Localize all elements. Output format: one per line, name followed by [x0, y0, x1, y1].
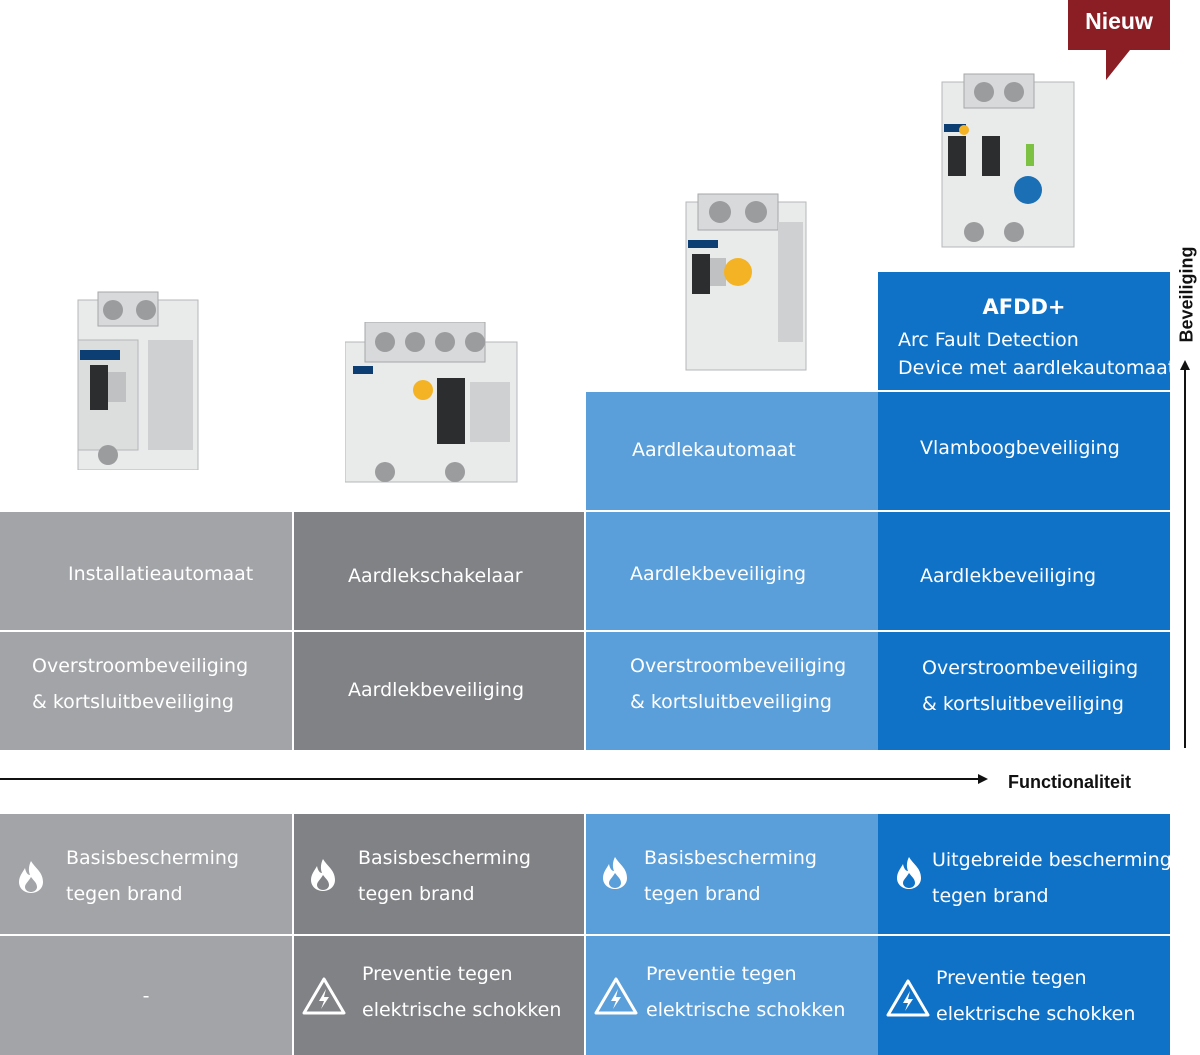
feature-label: Aardlekbeveiliging: [920, 565, 1097, 587]
shock-warning-icon: [886, 979, 930, 1017]
afdd-description-line: Arc Fault Detection: [898, 329, 1079, 351]
fire-protection-label: Basisbescherming tegen brand: [66, 840, 239, 912]
base-label-line: & kortsluitbeveiliging: [922, 693, 1124, 715]
device-aardlekschakelaar: [345, 322, 518, 483]
shock-prevention-line: Preventie tegen: [646, 963, 797, 985]
fire-protection-line: tegen brand: [358, 883, 475, 905]
feature-label: Aardlekautomaat: [632, 439, 796, 461]
fire-protection-label: Basisbescherming tegen brand: [358, 840, 531, 912]
functionaliteit-axis-label: Functionaliteit: [1008, 772, 1131, 792]
base-label-line: Overstroombeveiliging: [922, 657, 1139, 679]
shock-prevention-cell-installatieautomaat: -: [0, 936, 292, 1055]
feature-label: Vlamboogbeveiliging: [920, 437, 1120, 459]
shock-warning-icon: [302, 977, 346, 1015]
fire-protection-label: Uitgebreide bescherming tegen brand: [932, 842, 1172, 914]
base-label-line: & kortsluitbeveiliging: [32, 691, 234, 713]
shock-prevention-none: -: [142, 985, 150, 1007]
afdd-header-cell: AFDD+ Arc Fault Detection Device met aar…: [878, 272, 1175, 390]
shock-prevention-line: elektrische schokken: [646, 999, 846, 1021]
flame-icon: [897, 857, 921, 889]
feature-cell-aardlekbeveiliging: Aardlekbeveiliging: [586, 512, 878, 630]
new-badge: [1068, 0, 1170, 50]
afdd-description-line: Device met aardlekautomaat: [898, 357, 1176, 379]
afdd-description: Arc Fault Detection Device met aardlekau…: [898, 326, 1175, 382]
feature-cell-aardlekschakelaar: Aardlekschakelaar: [294, 512, 584, 630]
fire-protection-label: Basisbescherming tegen brand: [644, 840, 817, 912]
shock-prevention-line: Preventie tegen: [362, 963, 513, 985]
feature-cell-vlamboogbeveiliging: Vlamboogbeveiliging: [878, 392, 1170, 510]
shock-prevention-line: elektrische schokken: [936, 1003, 1136, 1025]
shock-prevention-label: Preventie tegen elektrische schokken: [646, 956, 845, 1028]
base-label: Overstroombeveiliging & kortsluitbeveili…: [630, 648, 846, 720]
functionaliteit-axis-line: [0, 778, 980, 780]
fire-protection-cell-afdd: Uitgebreide bescherming tegen brand: [878, 814, 1172, 934]
fire-protection-line: Uitgebreide bescherming: [932, 849, 1172, 871]
base-label-line: Overstroombeveiliging: [32, 655, 249, 677]
flame-icon: [603, 857, 627, 889]
base-label-line: Overstroombeveiliging: [630, 655, 847, 677]
new-badge-tail: [1106, 50, 1130, 80]
base-label: Overstroombeveiliging & kortsluitbeveili…: [32, 648, 248, 720]
fire-protection-line: tegen brand: [66, 883, 183, 905]
fire-protection-line: Basisbescherming: [66, 847, 239, 869]
shock-prevention-label: Preventie tegen elektrische schokken: [362, 956, 561, 1028]
new-badge-label: Nieuw: [1085, 8, 1153, 34]
feature-label: Aardlekbeveiliging: [630, 563, 807, 585]
base-cell-afdd: Overstroombeveiliging & kortsluitbeveili…: [878, 632, 1170, 750]
feature-cell-aardlekbeveiliging: Aardlekbeveiliging: [878, 512, 1170, 630]
base-cell-aardlekautomaat: Overstroombeveiliging & kortsluitbeveili…: [586, 632, 878, 750]
beveiliging-axis-label: Beveiliging: [1176, 246, 1197, 343]
device-afdd: [941, 73, 1075, 248]
flame-icon: [311, 859, 335, 891]
device-aardlekautomaat: [685, 193, 807, 371]
fire-protection-line: Basisbescherming: [358, 847, 531, 869]
fire-protection-cell-installatieautomaat: Basisbescherming tegen brand: [0, 814, 292, 934]
fire-protection-line: Basisbescherming: [644, 847, 817, 869]
device-installatieautomaat: [77, 291, 199, 470]
functionaliteit-axis-arrow-icon: [978, 774, 988, 784]
shock-prevention-line: Preventie tegen: [936, 967, 1087, 989]
fire-protection-line: tegen brand: [932, 885, 1049, 907]
base-label-line: & kortsluitbeveiliging: [630, 691, 832, 713]
shock-prevention-cell-afdd: Preventie tegen elektrische schokken: [878, 936, 1170, 1055]
feature-label: Installatieautomaat: [68, 563, 254, 585]
shock-prevention-cell-aardlekautomaat: Preventie tegen elektrische schokken: [586, 936, 878, 1055]
fire-protection-line: tegen brand: [644, 883, 761, 905]
base-cell-installatieautomaat: Overstroombeveiliging & kortsluitbeveili…: [0, 632, 292, 750]
base-label: Aardlekbeveiliging: [348, 679, 525, 701]
afdd-title: AFDD+: [982, 295, 1066, 319]
shock-warning-icon: [594, 977, 638, 1015]
shock-prevention-cell-aardlekschakelaar: Preventie tegen elektrische schokken: [294, 936, 584, 1055]
base-label: Overstroombeveiliging & kortsluitbeveili…: [922, 650, 1138, 722]
base-cell-aardlekschakelaar: Aardlekbeveiliging: [294, 632, 584, 750]
fire-protection-cell-aardlekautomaat: Basisbescherming tegen brand: [586, 814, 878, 934]
feature-label: Aardlekschakelaar: [348, 565, 523, 587]
shock-prevention-line: elektrische schokken: [362, 999, 562, 1021]
beveiliging-axis-line: [1184, 370, 1186, 748]
fire-protection-cell-aardlekschakelaar: Basisbescherming tegen brand: [294, 814, 584, 934]
feature-cell-installatieautomaat: Installatieautomaat: [0, 512, 292, 630]
feature-cell-aardlekautomaat: Aardlekautomaat: [586, 392, 878, 510]
flame-icon: [19, 861, 43, 893]
beveiliging-axis-arrow-icon: [1180, 360, 1190, 370]
shock-prevention-label: Preventie tegen elektrische schokken: [936, 960, 1135, 1032]
